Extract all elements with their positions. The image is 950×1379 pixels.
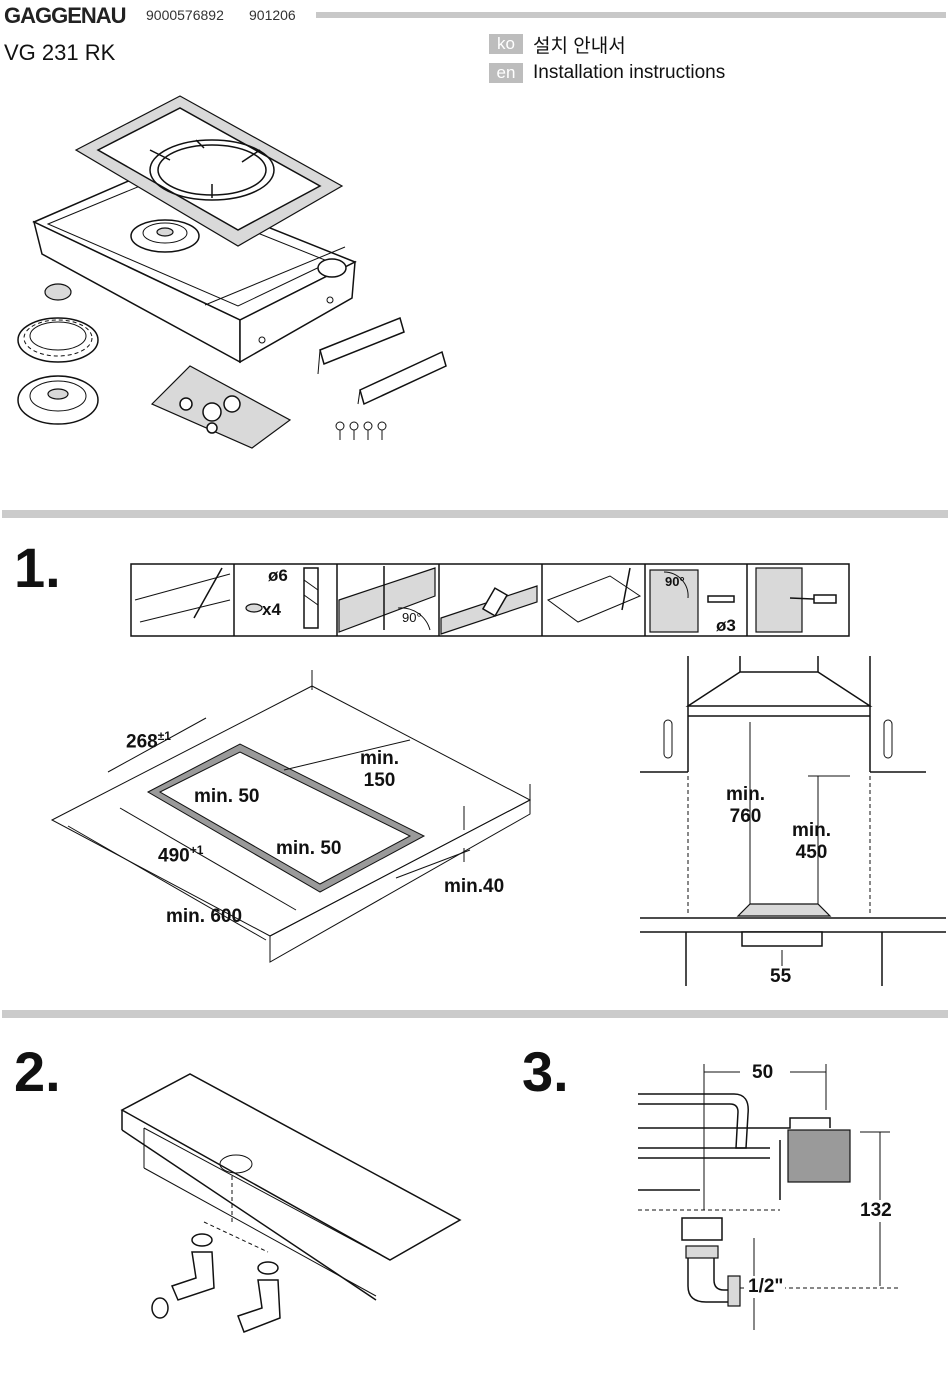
document-number: 9000576892 — [146, 7, 224, 23]
angle-label: 90° — [665, 574, 685, 589]
language-title: 설치 안내서 — [533, 35, 626, 57]
language-row-ko: ko 설치 안내서 — [489, 33, 626, 57]
section-separator — [2, 510, 948, 518]
front-clearance-label: min. 600 — [166, 906, 243, 927]
side-clearance-label-a: min. 50 — [194, 786, 260, 807]
drill-small-label: ø3 — [716, 616, 736, 635]
model-name: VG 231 RK — [4, 40, 116, 65]
product-illustration — [17, 95, 447, 449]
brand-logo: GAGGENAU — [4, 3, 127, 28]
cabinet-clearance-label: min. 450 — [792, 820, 832, 863]
language-row-en: en Installation instructions — [489, 62, 725, 84]
document-date: 901206 — [249, 7, 296, 23]
language-title: Installation instructions — [533, 62, 726, 83]
installation-depth-label: 55 — [770, 966, 792, 987]
language-code: en — [489, 63, 523, 83]
plug-count-label: x4 — [262, 600, 281, 619]
cutout-width-label: 268±1 — [126, 729, 171, 753]
cutout-drawing — [50, 670, 532, 963]
hood-diagram — [640, 656, 946, 986]
cutout-depth-label: 490+1 — [158, 843, 204, 867]
saw-angle-label: 90° — [402, 610, 422, 625]
header-rule — [316, 12, 946, 18]
rear-clearance-label: min. 150 — [360, 748, 400, 791]
hood-clearance-label: min. 760 — [726, 784, 766, 827]
step-number: 2. — [14, 1040, 61, 1103]
step-number: 3. — [522, 1040, 569, 1103]
worktop-thickness-label: min.40 — [444, 876, 505, 897]
offset-dimension-label: 50 — [752, 1062, 774, 1083]
tool-strip — [130, 563, 850, 637]
step-number: 1. — [14, 536, 61, 599]
gas-connection-illustration — [120, 1073, 462, 1333]
drill-size-label: ø6 — [268, 566, 288, 585]
section-separator — [2, 1010, 948, 1018]
height-dimension-label: 132 — [858, 1200, 894, 1222]
side-clearance-label-b: min. 50 — [276, 838, 342, 859]
language-code: ko — [489, 34, 523, 54]
thread-size-label: 1/2" — [746, 1276, 786, 1298]
